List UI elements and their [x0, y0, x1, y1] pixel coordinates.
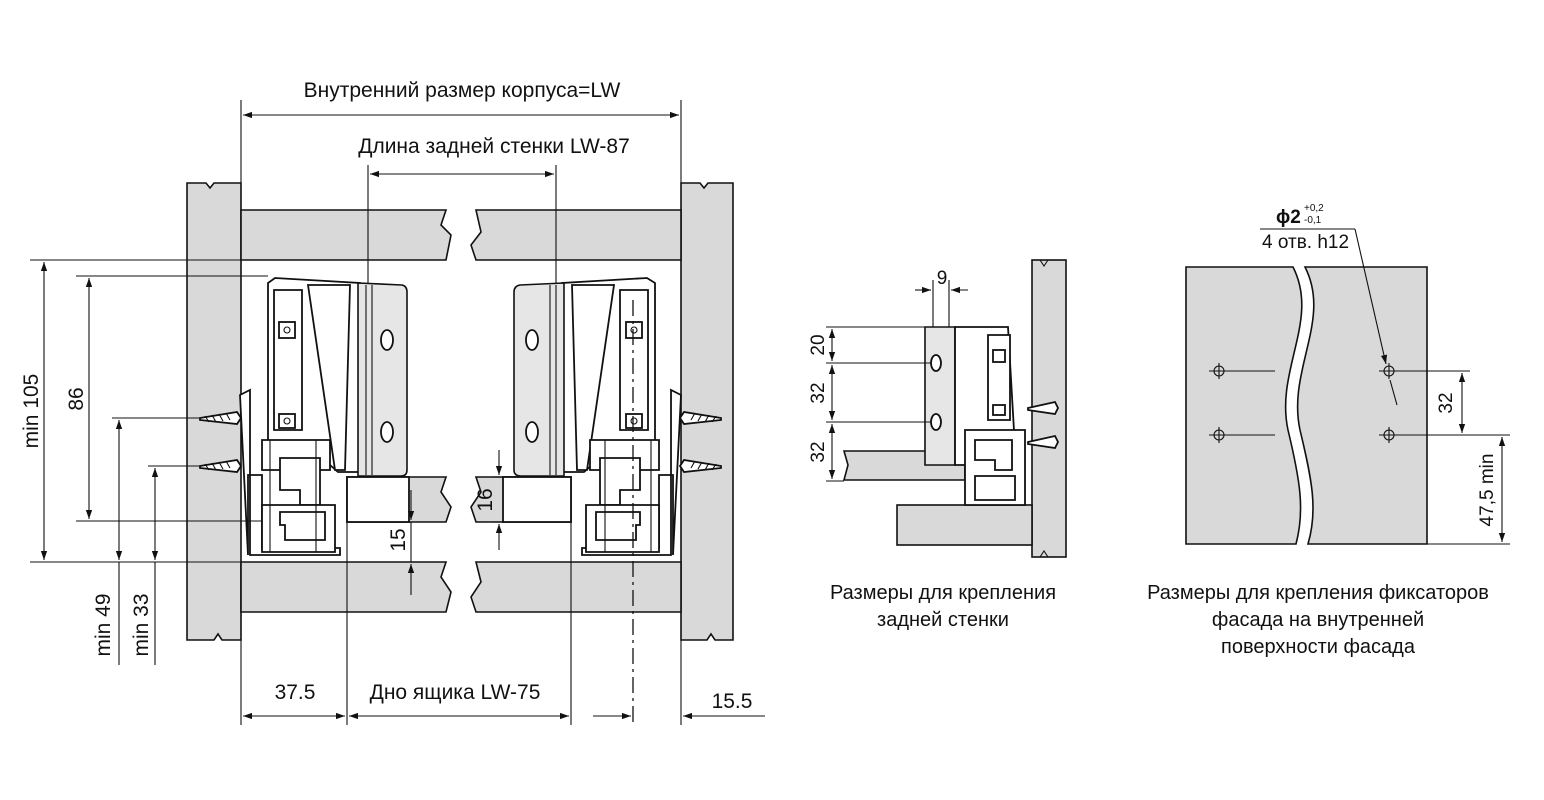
label-16: 16 — [474, 488, 497, 511]
label-min33: min 33 — [130, 593, 153, 656]
label-20: 20 — [808, 334, 829, 355]
label-min49: min 49 — [92, 593, 115, 656]
label-86: 86 — [65, 387, 88, 410]
label-47-5: 47,5 min — [1477, 454, 1498, 527]
back-wall-block-right — [502, 476, 572, 523]
main-section-view: Внутренний размер корпуса=LW Длина задне… — [20, 79, 765, 725]
back-wall-block — [346, 476, 410, 523]
caption-back-wall-1: Размеры для крепления — [830, 582, 1056, 604]
top-panel-right — [470, 209, 682, 261]
label-9: 9 — [937, 268, 948, 289]
facade-panel-left — [1185, 266, 1303, 545]
caption-facade-2: фасада на внутренней — [1212, 609, 1424, 631]
label-37-5: 37.5 — [275, 681, 316, 704]
screw-left-lower — [199, 459, 243, 473]
label-inner-size: Внутренний размер корпуса=LW — [304, 79, 621, 102]
screw-right-upper — [678, 411, 722, 425]
hole-right-lower — [1379, 427, 1510, 443]
caption-facade-1: Размеры для крепления фиксаторов — [1147, 582, 1489, 604]
label-hole-count: 4 отв. h12 — [1262, 232, 1349, 253]
label-32c: 32 — [1436, 392, 1457, 413]
caption-back-wall-2: задней стенки — [877, 609, 1009, 631]
screw-right-lower — [678, 459, 722, 473]
cabinet-wall-right — [680, 182, 734, 641]
label-hole-dia: ϕ2 — [1276, 207, 1301, 228]
cabinet-wall-left — [186, 182, 242, 641]
hole-left-upper — [1209, 363, 1275, 379]
label-min105: min 105 — [20, 374, 43, 449]
bottom-panel-left — [240, 561, 452, 613]
caption-facade-3: поверхности фасада — [1221, 636, 1416, 658]
right-runner-assembly — [513, 277, 682, 556]
facade-panel-right — [1296, 266, 1428, 545]
screw-left-upper — [199, 411, 243, 425]
top-panel-left — [240, 209, 452, 261]
label-bottom: Дно ящика LW-75 — [370, 681, 541, 704]
back-wall-detail: 9 20 32 32 Размеры для крепления задней … — [808, 259, 1067, 631]
left-runner-assembly — [239, 277, 408, 556]
label-15: 15 — [387, 528, 410, 551]
label-15-5: 15.5 — [712, 690, 753, 713]
label-hole-tol-minus: -0,1 — [1304, 215, 1322, 226]
facade-detail: ϕ2 +0,2 -0,1 4 отв. h12 32 47,5 min Разм… — [1147, 203, 1510, 658]
detail-bottom-panel — [896, 504, 1033, 546]
label-hole-tol-plus: +0,2 — [1304, 203, 1324, 214]
label-32b: 32 — [808, 441, 829, 462]
hole-right-upper — [1379, 363, 1470, 379]
bottom-panel-right — [470, 561, 682, 613]
label-back-wall-length: Длина задней стенки LW-87 — [358, 135, 630, 158]
hole-left-lower — [1209, 427, 1275, 443]
label-32a: 32 — [808, 382, 829, 403]
